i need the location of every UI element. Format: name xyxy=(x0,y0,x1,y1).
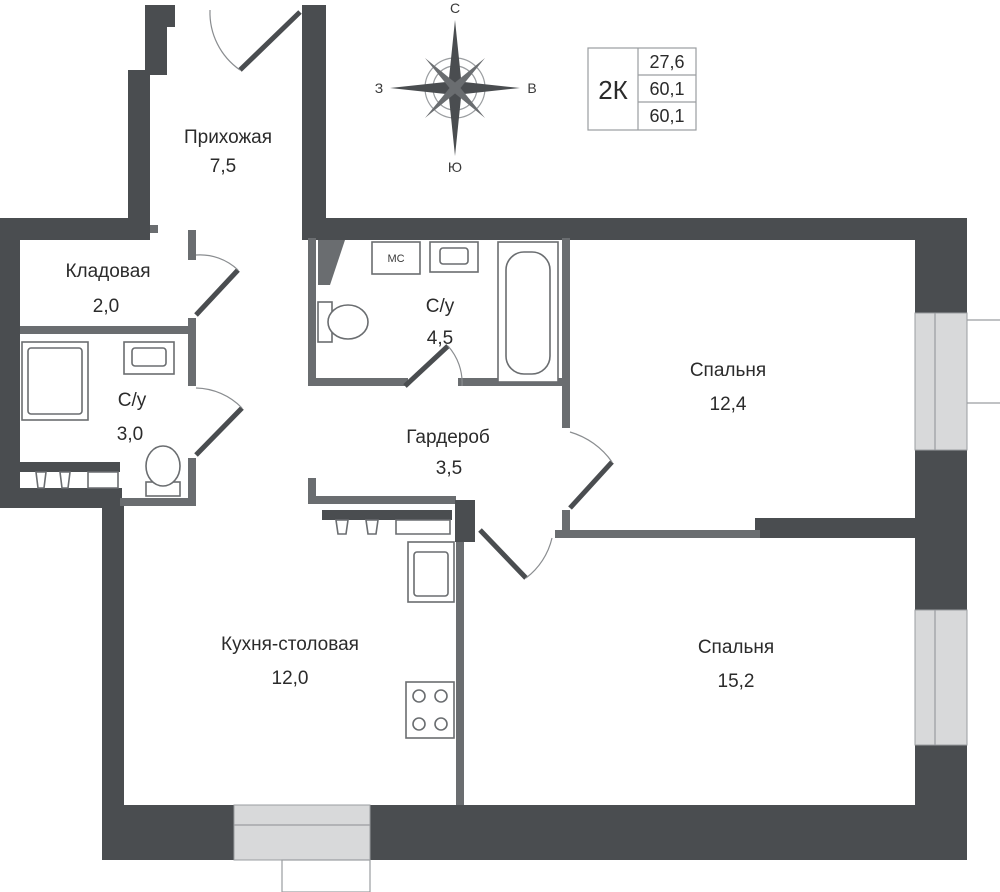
stove xyxy=(405,681,455,739)
bedroom-2-name: Спальня xyxy=(698,637,774,658)
washing-machine-label: МС xyxy=(387,253,404,265)
bedroom-1-name: Спальня xyxy=(690,360,766,381)
compass-east-label: В xyxy=(527,80,536,96)
bathroom-small-area: 3,0 xyxy=(117,424,143,445)
compass-rose: С Ю З В xyxy=(375,0,537,175)
area-living: 27,6 xyxy=(649,52,684,72)
storage-name: Кладовая xyxy=(65,261,150,282)
wardrobe-area: 3,5 xyxy=(436,458,462,479)
bedroom-2-area: 15,2 xyxy=(718,671,755,692)
wardrobe-name: Гардероб xyxy=(406,427,490,448)
compass-west-label: З xyxy=(375,80,383,96)
bathroom-large-area: 4,5 xyxy=(427,328,453,349)
windows xyxy=(233,312,1000,892)
area-total: 60,1 xyxy=(649,79,684,99)
room-labels: Прихожая 7,5 Кладовая 2,0 С/у 4,5 С/у 3,… xyxy=(65,127,774,692)
apartment-info: 2К 27,6 60,1 60,1 xyxy=(587,47,697,131)
outer-walls xyxy=(0,5,967,860)
fixtures: МС xyxy=(21,240,559,739)
washing-machine xyxy=(371,241,421,275)
bathroom-large-name: С/у xyxy=(426,296,455,317)
partitions xyxy=(20,225,920,805)
kitchen-name: Кухня-столовая xyxy=(221,634,359,655)
doors xyxy=(194,9,614,580)
storage-area: 2,0 xyxy=(93,296,119,317)
kitchen-area: 12,0 xyxy=(272,668,309,689)
hallway-name: Прихожая xyxy=(184,127,272,148)
bedroom-1-area: 12,4 xyxy=(710,394,747,415)
hallway-area: 7,5 xyxy=(210,156,236,177)
area-total-with-balcony: 60,1 xyxy=(649,106,684,126)
compass-south-label: Ю xyxy=(448,159,462,175)
compass-north-label: С xyxy=(450,0,460,16)
apartment-type: 2К xyxy=(598,75,628,105)
sink-large-bath xyxy=(429,241,479,273)
bathroom-small-name: С/у xyxy=(118,390,147,411)
